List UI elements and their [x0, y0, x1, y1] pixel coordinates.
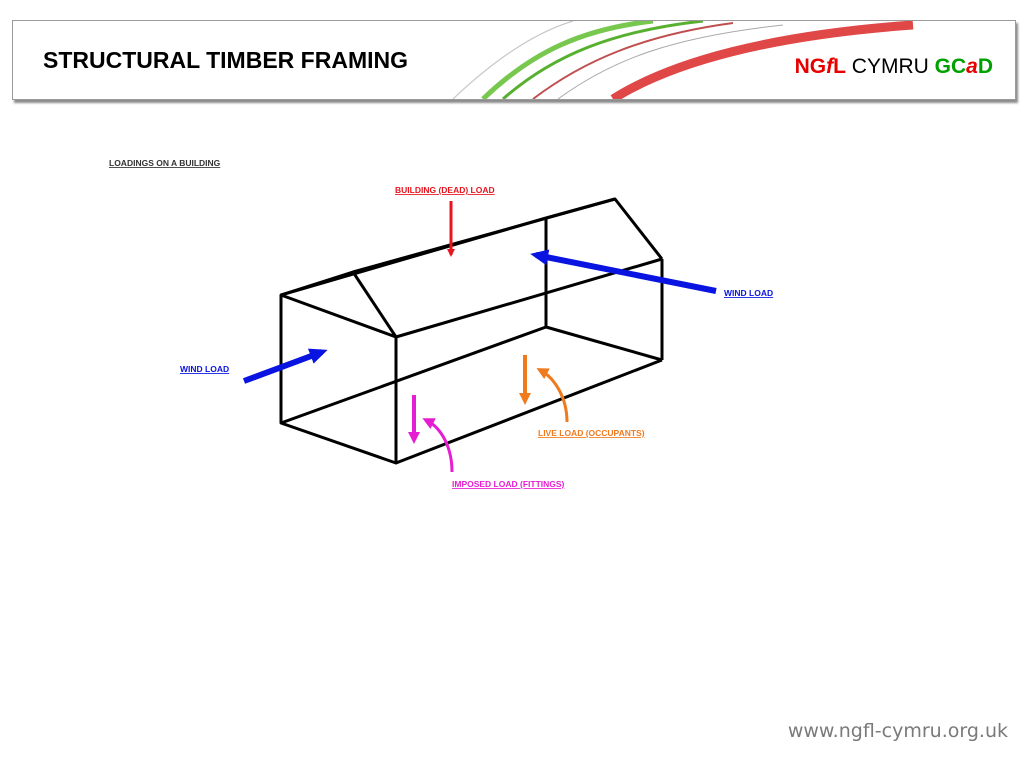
footer-url[interactable]: www.ngfl-cymru.org.uk [787, 720, 1008, 742]
ngfl-cymru-logo: NGfL CYMRU GCaD [795, 55, 993, 79]
base-line-front [395, 358, 663, 465]
logo-f: f [826, 55, 834, 78]
logo-cymru: CYMRU [845, 55, 935, 78]
front-gable-roof [280, 270, 398, 338]
logo-a: a [966, 55, 978, 78]
wind-load-left-arrow [242, 348, 328, 384]
wind-load-right-arrow [530, 249, 717, 294]
wind-load-right-label: WIND LOAD [724, 288, 773, 298]
logo-ng: NG [794, 55, 827, 78]
floor-line [280, 325, 547, 425]
live-load-leader [536, 368, 569, 423]
eave-line-back [280, 216, 547, 297]
page-title: STRUCTURAL TIMBER FRAMING [43, 47, 408, 73]
building-frame [279, 197, 664, 465]
back-gable-roof [545, 197, 664, 260]
logo-d: D [977, 55, 993, 78]
wind-load-left-label: WIND LOAD [180, 364, 229, 374]
logo-gc: GC [934, 55, 967, 78]
imposed-load-leader [422, 418, 454, 473]
front-gable-wall [279, 293, 398, 465]
header-bar: STRUCTURAL TIMBER FRAMING NGfL CYMRU GCa… [12, 20, 1016, 100]
imposed-load-label: IMPOSED LOAD (FITTINGS) [452, 479, 565, 489]
diagram-heading: LOADINGS ON A BUILDING [109, 158, 221, 168]
back-base-line [545, 325, 663, 362]
live-load-label: LIVE LOAD (OCCUPANTS) [538, 428, 645, 438]
dead-load-label: BUILDING (DEAD) LOAD [395, 185, 495, 195]
logo-l: L [833, 55, 846, 78]
decorative-swoosh [452, 21, 914, 99]
